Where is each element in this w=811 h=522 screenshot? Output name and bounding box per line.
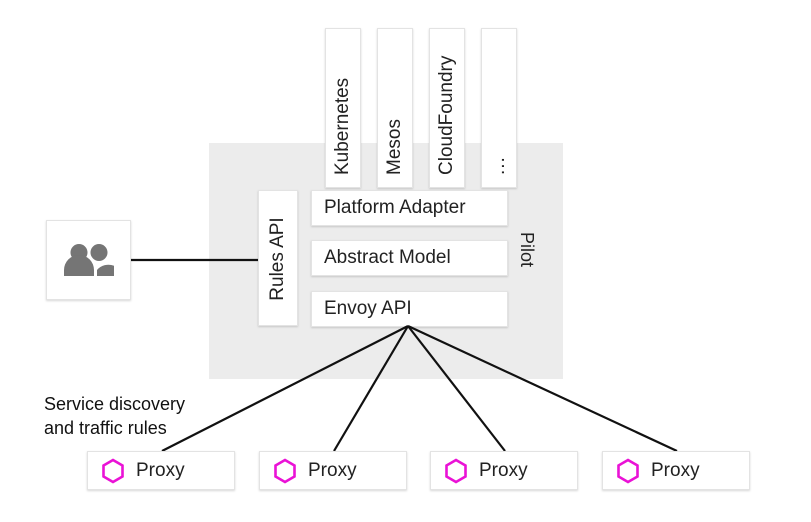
caption-line-1: Service discovery <box>44 394 186 414</box>
proxy-box-4[interactable]: Proxy <box>602 451 750 490</box>
hexagon-icon <box>617 457 639 484</box>
abstract-model-box[interactable]: Abstract Model <box>311 240 508 276</box>
platform-label-kubernetes: Kubernetes <box>332 77 353 175</box>
proxy-label-1: Proxy <box>136 459 185 481</box>
abstract-model-label: Abstract Model <box>324 247 451 268</box>
platform-label-cloudfoundry: CloudFoundry <box>436 55 457 175</box>
platform-label-more: ... <box>488 156 509 175</box>
platform-adapter-box[interactable]: Platform Adapter <box>311 190 508 226</box>
platform-adapter-label: Platform Adapter <box>324 197 466 218</box>
rules-api-box[interactable]: Rules API <box>258 190 298 326</box>
caption-line-2: and traffic rules <box>44 418 167 438</box>
envoy-api-label: Envoy API <box>324 298 412 319</box>
proxy-box-3[interactable]: Proxy <box>430 451 578 490</box>
proxy-label-3: Proxy <box>479 459 528 481</box>
pilot-label: Pilot <box>517 232 537 268</box>
proxy-box-2[interactable]: Proxy <box>259 451 407 490</box>
caption-service-discovery: Service discovery and traffic rules <box>44 392 274 440</box>
user-box[interactable] <box>46 220 131 300</box>
proxy-label-2: Proxy <box>308 459 357 481</box>
proxy-label-4: Proxy <box>651 459 700 481</box>
hexagon-icon <box>274 457 296 484</box>
hexagon-icon <box>102 457 124 484</box>
hexagon-icon <box>445 457 467 484</box>
platform-column-mesos[interactable]: Mesos <box>377 28 413 188</box>
platform-column-more[interactable]: ... <box>481 28 517 188</box>
rules-api-label: Rules API <box>267 217 288 301</box>
proxy-box-1[interactable]: Proxy <box>87 451 235 490</box>
envoy-api-box[interactable]: Envoy API <box>311 291 508 327</box>
platform-label-mesos: Mesos <box>384 119 405 175</box>
platform-column-kubernetes[interactable]: Kubernetes <box>325 28 361 188</box>
platform-column-cloudfoundry[interactable]: CloudFoundry <box>429 28 465 188</box>
people-icon <box>63 244 114 276</box>
